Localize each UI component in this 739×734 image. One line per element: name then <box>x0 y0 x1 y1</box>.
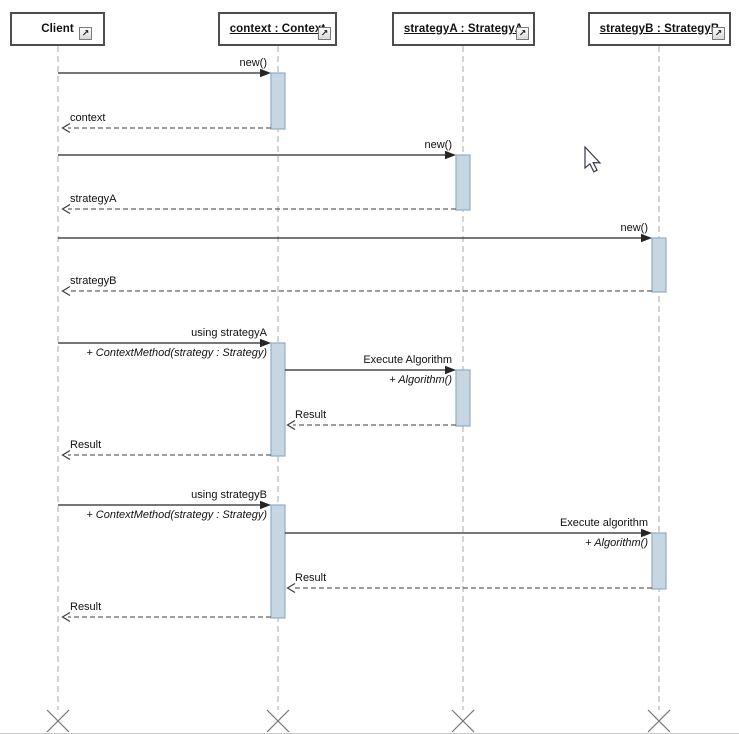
message-label[interactable]: Result <box>70 601 102 613</box>
message-label[interactable]: Execute Algorithm <box>363 354 452 366</box>
return-arrowhead-open[interactable] <box>286 419 296 431</box>
destruction-x-strategyA[interactable] <box>451 709 475 733</box>
message-label[interactable]: new() <box>424 139 452 151</box>
message-signature-label[interactable]: + Algorithm() <box>585 537 648 549</box>
message-label[interactable]: new() <box>620 222 648 234</box>
message-label[interactable]: Execute algorithm <box>559 517 648 529</box>
message-label[interactable]: strategyB <box>70 275 117 287</box>
message-label[interactable]: Result <box>295 409 327 421</box>
lifeline-name: strategyB : StrategyB <box>599 23 720 35</box>
activation-bar-strategyB[interactable] <box>651 532 667 590</box>
open-in-new-window-icon[interactable]: ↗ <box>318 27 331 40</box>
message-label[interactable]: strategyA <box>70 193 117 205</box>
return-arrowhead-open[interactable] <box>61 122 71 134</box>
lifeline-header-strategyB[interactable]: strategyB : StrategyB↗ <box>588 12 731 46</box>
activation-bar-context[interactable] <box>270 72 286 130</box>
lifeline-header-strategyA[interactable]: strategyA : StrategyA↗ <box>392 12 535 46</box>
lifeline-name: context : Context <box>229 23 326 35</box>
activation-bar-strategyA[interactable] <box>455 154 471 211</box>
return-arrowhead-open[interactable] <box>61 449 71 461</box>
lifeline-header-context[interactable]: context : Context↗ <box>218 12 337 46</box>
message-arrowhead[interactable] <box>260 338 271 348</box>
mouse-cursor <box>584 145 602 173</box>
message-arrowhead[interactable] <box>641 528 652 538</box>
open-in-new-window-icon[interactable]: ↗ <box>712 27 725 40</box>
activation-bar-context[interactable] <box>270 504 286 619</box>
message-arrowhead[interactable] <box>260 68 271 78</box>
message-arrowhead[interactable] <box>445 150 456 160</box>
message-label[interactable]: using strategyA <box>191 327 267 339</box>
return-arrowhead-open[interactable] <box>286 582 296 594</box>
message-signature-label[interactable]: + Algorithm() <box>389 374 452 386</box>
open-in-new-window-icon[interactable]: ↗ <box>516 27 529 40</box>
message-signature-label[interactable]: + ContextMethod(strategy : Strategy) <box>86 347 267 359</box>
activation-bar-strategyA[interactable] <box>455 369 471 427</box>
destruction-x-context[interactable] <box>266 709 290 733</box>
message-label[interactable]: Result <box>295 572 327 584</box>
message-arrowhead[interactable] <box>445 365 456 375</box>
return-arrowhead-open[interactable] <box>61 611 71 623</box>
lifeline-header-client[interactable]: Client ↗ <box>10 12 105 46</box>
message-arrowhead[interactable] <box>260 500 271 510</box>
activation-bar-strategyB[interactable] <box>651 237 667 293</box>
message-label[interactable]: using strategyB <box>191 489 267 501</box>
open-in-new-window-icon[interactable]: ↗ <box>79 27 92 40</box>
message-label[interactable]: Result <box>70 439 102 451</box>
return-arrowhead-open[interactable] <box>61 203 71 215</box>
message-signature-label[interactable]: + ContextMethod(strategy : Strategy) <box>86 509 267 521</box>
message-label[interactable]: context <box>70 112 106 124</box>
activation-bar-context[interactable] <box>270 342 286 457</box>
destruction-x-client[interactable] <box>46 709 70 733</box>
destruction-x-strategyB[interactable] <box>647 709 671 733</box>
message-label[interactable]: new() <box>239 57 267 69</box>
return-arrowhead-open[interactable] <box>61 285 71 297</box>
lifeline-name: Client <box>41 23 74 35</box>
lifeline-name: strategyA : StrategyA <box>403 23 524 35</box>
message-arrowhead[interactable] <box>641 233 652 243</box>
